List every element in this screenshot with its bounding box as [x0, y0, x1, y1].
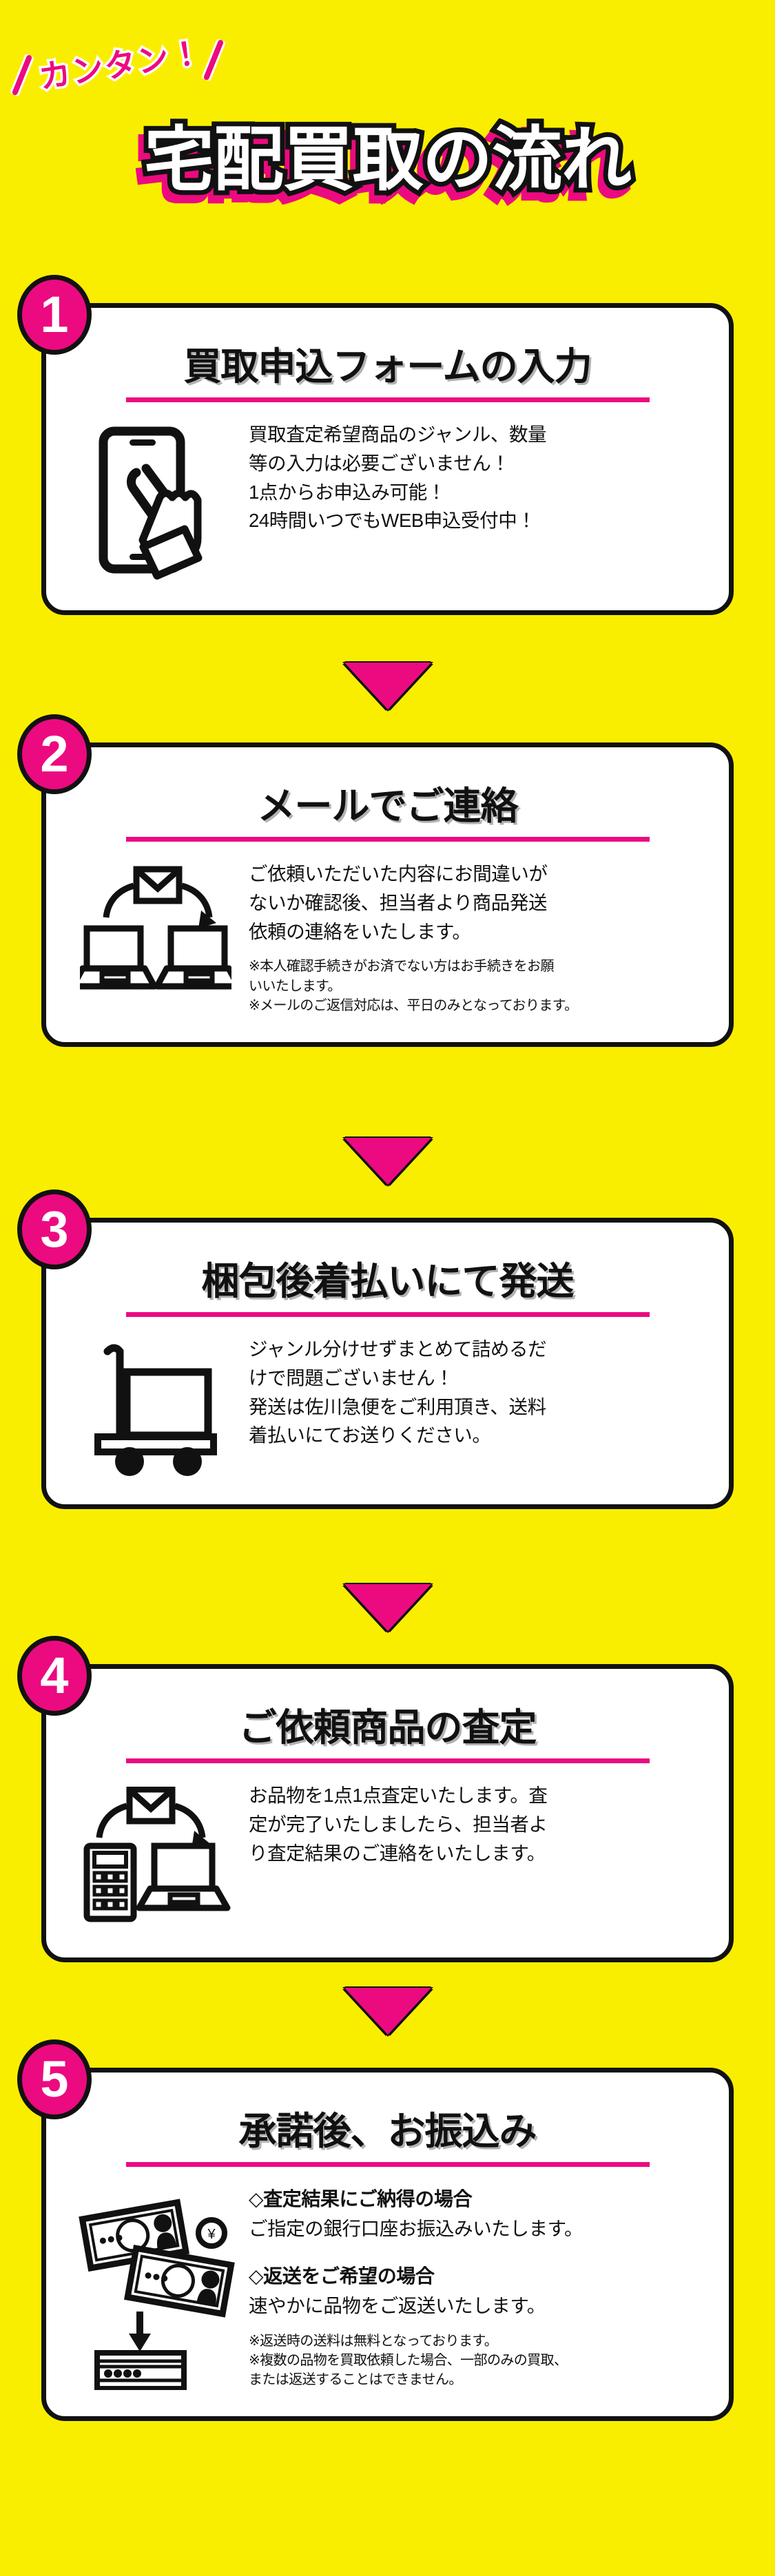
- page-title: 宅配買取の流れ: [139, 116, 637, 204]
- step-title-underline-5: [125, 2162, 650, 2167]
- step-card-5: 5 承諾後、お振込み ¥: [17, 2039, 734, 2421]
- step-header-4: ご依頼商品の査定: [125, 1669, 650, 1763]
- step-body-5: ¥: [46, 2167, 729, 2416]
- step-text-line: 買取査定希望商品のジャンル、数量: [249, 424, 547, 445]
- step-header-2: メールでご連絡: [125, 747, 650, 842]
- step-note-line: ※本人確認手続きがお済でない方はお手続きをお願: [249, 959, 555, 975]
- step-title-3: 梱包後着払いにて発送: [201, 1260, 574, 1302]
- step-text-line: 依頼の連絡をいたします。: [249, 920, 471, 942]
- step-text-line: 定が完了いたしましたら、担当者よ: [249, 1813, 548, 1835]
- smartphone-tap-icon: [70, 420, 242, 584]
- step-text-line: お品物を1点1点査定いたします。査: [249, 1785, 548, 1806]
- step-text-line: けで問題ございません！: [249, 1367, 454, 1389]
- step-text-line: ジャンル分けせずまとめて詰めるだ: [249, 1338, 547, 1360]
- step-title-2: メールでご連絡: [257, 785, 518, 827]
- step-note-line: ※メールのご返信対応は、平日のみとなっております。: [249, 998, 578, 1014]
- step-subheading: ◇返送をご希望の場合: [249, 2265, 435, 2287]
- step-title-1: 買取申込フォームの入力: [183, 345, 592, 388]
- step-body-4: お品物を1点1点査定いたします。査 定が完了いたしましたら、担当者よ り査定結果…: [46, 1763, 729, 1957]
- step-title-5: 承諾後、お振込み: [238, 2110, 537, 2152]
- step-text-line: ご指定の銀行口座お振込みいたします。: [249, 2217, 583, 2239]
- step-card-4: 4 ご依頼商品の査定: [17, 1636, 734, 1962]
- step-note-line: ※複数の品物を買取依頼した場合、一部のみの買取、: [249, 2353, 568, 2369]
- step-title-underline-3: [125, 1312, 650, 1317]
- easy-badge-slash-right-icon: [203, 39, 225, 81]
- step-header-1: 買取申込フォームの入力: [125, 308, 650, 402]
- step-card-1: 1 買取申込フォームの入力 買取査定希望商品のジャンル、数量 等の入力は必要ござ…: [17, 275, 734, 615]
- step-note-line: ※返送時の送料は無料となっております。: [249, 2333, 498, 2349]
- step-notes-2: ※本人確認手続きがお済でない方はお手続きをお願 いいたします。 ※メールのご返信…: [249, 957, 701, 1015]
- step-note-line: または返送することはできません。: [249, 2372, 462, 2388]
- svg-text:¥: ¥: [207, 2227, 216, 2242]
- step-number-badge-3: 3: [17, 1190, 92, 1269]
- step-header-5: 承諾後、お振込み: [125, 2073, 650, 2167]
- step-text-line: ないか確認後、担当者より商品発送: [249, 891, 548, 913]
- step-text-3: ジャンル分けせずまとめて詰めるだ けで問題ございません！ 発送は佐川急便をご利用…: [249, 1335, 701, 1450]
- easy-badge-slash-left-icon: [11, 54, 33, 96]
- hand-cart-icon: [70, 1335, 242, 1478]
- flow-arrow-4-to-5: [344, 1988, 431, 2035]
- step-text-4: お品物を1点1点査定いたします。査 定が完了いたしましたら、担当者よ り査定結果…: [249, 1781, 701, 1867]
- step-number-badge-5: 5: [17, 2039, 92, 2119]
- email-between-laptops-icon: [70, 860, 242, 996]
- step-card-2: 2 メールでご連絡 ご依頼いただいた内容にお間違いが ないか確認後、担当者より商…: [17, 714, 734, 1047]
- step-text-line: ご依頼いただいた内容にお間違いが: [249, 863, 548, 884]
- step-body-2: ご依頼いただいた内容にお間違いが ないか確認後、担当者より商品発送 依頼の連絡を…: [46, 842, 729, 1042]
- easy-badge-label: カンタン！: [34, 32, 207, 98]
- step-header-3: 梱包後着払いにて発送: [125, 1223, 650, 1317]
- step-title-underline-1: [125, 397, 650, 402]
- step-text-line: 着払いにてお送りください。: [249, 1424, 491, 1446]
- step-section-2: ◇返送をご希望の場合 速やかに品物をご返送いたします。: [249, 2262, 701, 2320]
- step-text-line: り査定結果のご連絡をいたします。: [249, 1842, 546, 1864]
- step-text-line: 1点からお申込み可能！: [249, 481, 446, 503]
- step-text-line: 発送は佐川急便をご利用頂き、送料: [249, 1395, 546, 1417]
- step-body-3: ジャンル分けせずまとめて詰めるだ けで問題ございません！ 発送は佐川急便をご利用…: [46, 1317, 729, 1504]
- step-title-underline-4: [125, 1758, 650, 1763]
- banknotes-bankbook-icon: ¥: [70, 2185, 242, 2390]
- flow-arrow-3-to-4: [344, 1584, 431, 1631]
- step-text-line: 速やかに品物をご返送いたします。: [249, 2294, 546, 2316]
- step-text-line: 等の入力は必要ございません！: [249, 452, 510, 474]
- step-number-badge-2: 2: [17, 714, 92, 794]
- step-text-line: 24時間いつでもWEB申込受付中！: [249, 510, 536, 532]
- step-subheading: ◇査定結果にご納得の場合: [249, 2188, 473, 2210]
- step-text-2: ご依頼いただいた内容にお間違いが ないか確認後、担当者より商品発送 依頼の連絡を…: [249, 860, 701, 1016]
- step-body-1: 買取査定希望商品のジャンル、数量 等の入力は必要ございません！ 1点からお申込み…: [46, 402, 729, 610]
- flow-arrow-1-to-2: [344, 663, 431, 709]
- step-text-5: ◇査定結果にご納得の場合 ご指定の銀行口座お振込みいたします。 ◇返送をご希望の…: [249, 2185, 701, 2390]
- calculator-laptop-email-icon: [70, 1781, 242, 1931]
- step-number-badge-1: 1: [17, 275, 92, 355]
- step-notes-5: ※返送時の送料は無料となっております。 ※複数の品物を買取依頼した場合、一部のみ…: [249, 2331, 701, 2390]
- flow-arrow-2-to-3: [344, 1138, 431, 1185]
- step-text-1: 買取査定希望商品のジャンル、数量 等の入力は必要ございません！ 1点からお申込み…: [249, 420, 701, 535]
- step-title-4: ご依頼商品の査定: [238, 1706, 537, 1749]
- page-header: カンタン！ 宅配買取の流れ: [0, 0, 775, 269]
- step-card-3: 3 梱包後着払いにて発送 ジャンル分けせずまとめて詰めるだ けで問題ございません…: [17, 1190, 734, 1509]
- step-title-underline-2: [125, 837, 650, 842]
- step-note-line: いいたします。: [249, 978, 341, 994]
- step-number-badge-4: 4: [17, 1636, 92, 1716]
